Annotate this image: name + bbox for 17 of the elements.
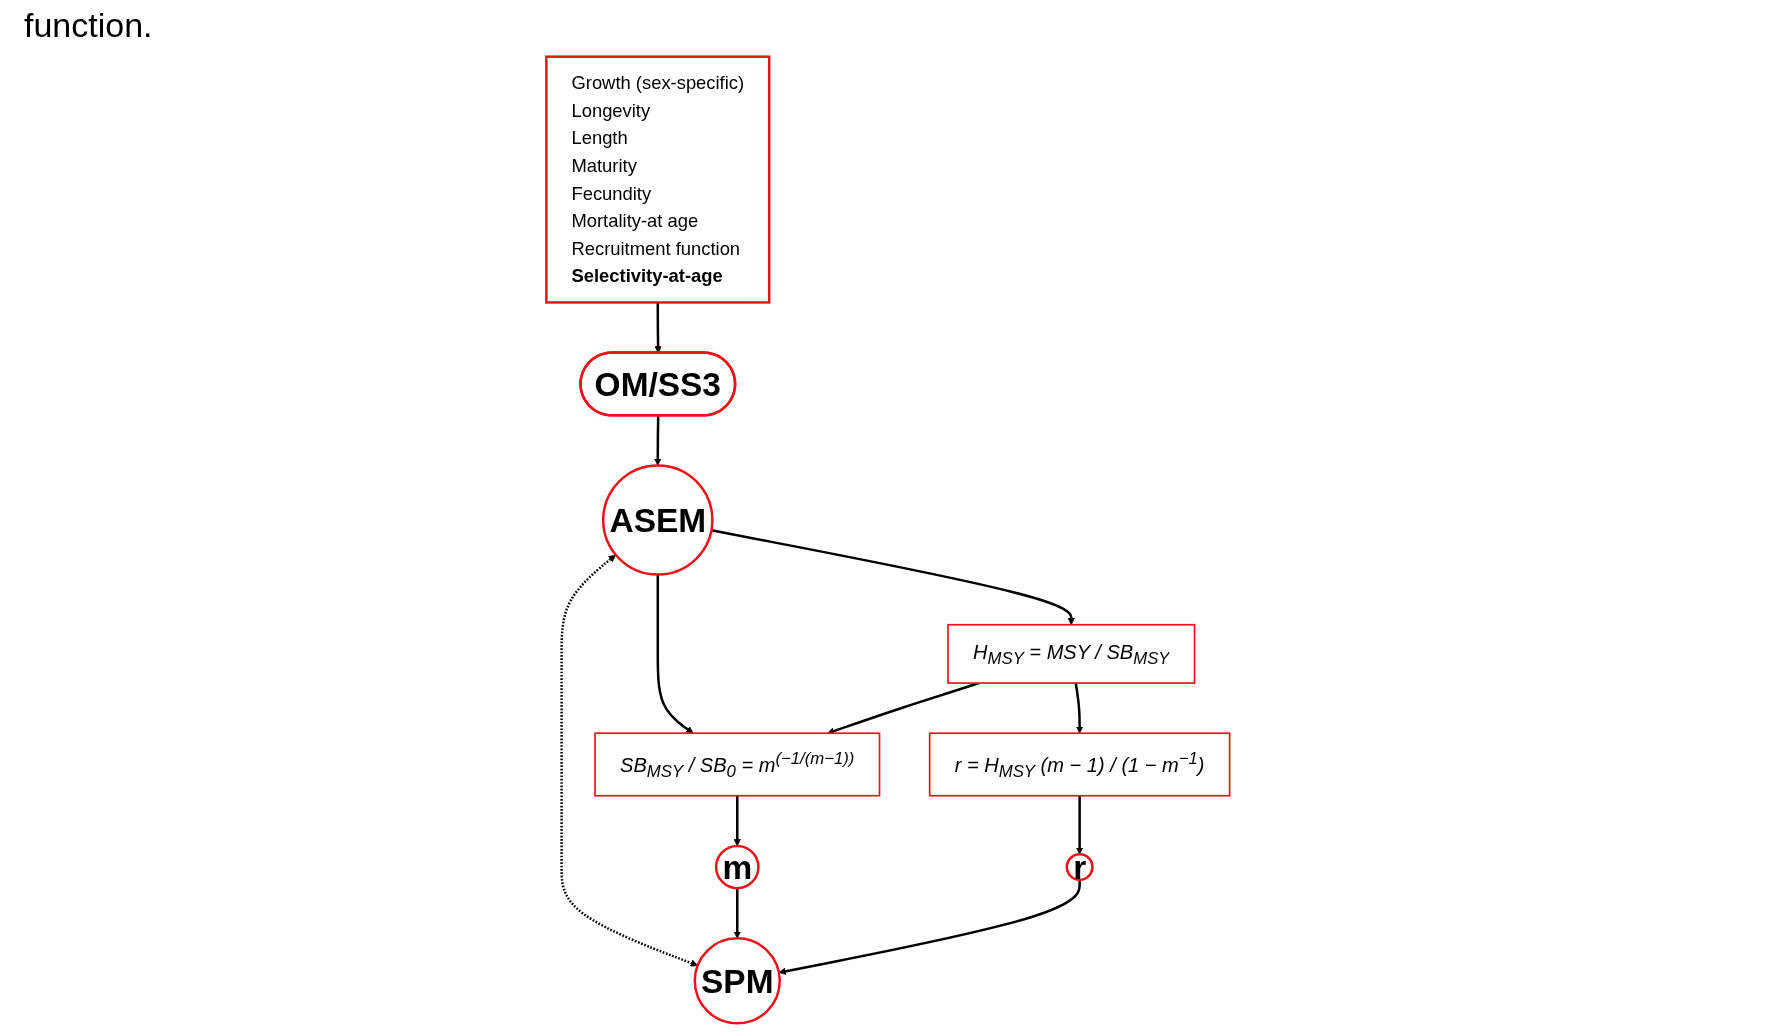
- node-circle: ASEM: [601, 464, 714, 576]
- node-circle: r: [1065, 853, 1094, 882]
- node-box: r = H$_{MSY}$ (m − 1) / (1 − m$^{−1}$): [928, 732, 1231, 797]
- arrow: [778, 879, 1081, 975]
- arrow: [560, 554, 698, 967]
- arrow: [1074, 682, 1084, 734]
- node-circle: m: [714, 844, 760, 890]
- arrow: [711, 529, 1075, 626]
- arrow: [1075, 795, 1084, 855]
- arrow: [656, 574, 694, 734]
- node-box: Growth (sex-specific) Longevity Length Maturity Fecundity Mortality-at age Recruitment function Selectivity-at-age: [545, 55, 771, 304]
- node-circle: SPM: [693, 937, 782, 1025]
- arrow: [654, 415, 662, 466]
- node-box: SB$_{MSY}$ / SB$_{0}$ = m$^{(−1/(m−1))}$: [594, 732, 881, 797]
- arrow: [733, 888, 741, 939]
- caption-text: function.: [24, 6, 153, 45]
- arrow: [733, 795, 741, 847]
